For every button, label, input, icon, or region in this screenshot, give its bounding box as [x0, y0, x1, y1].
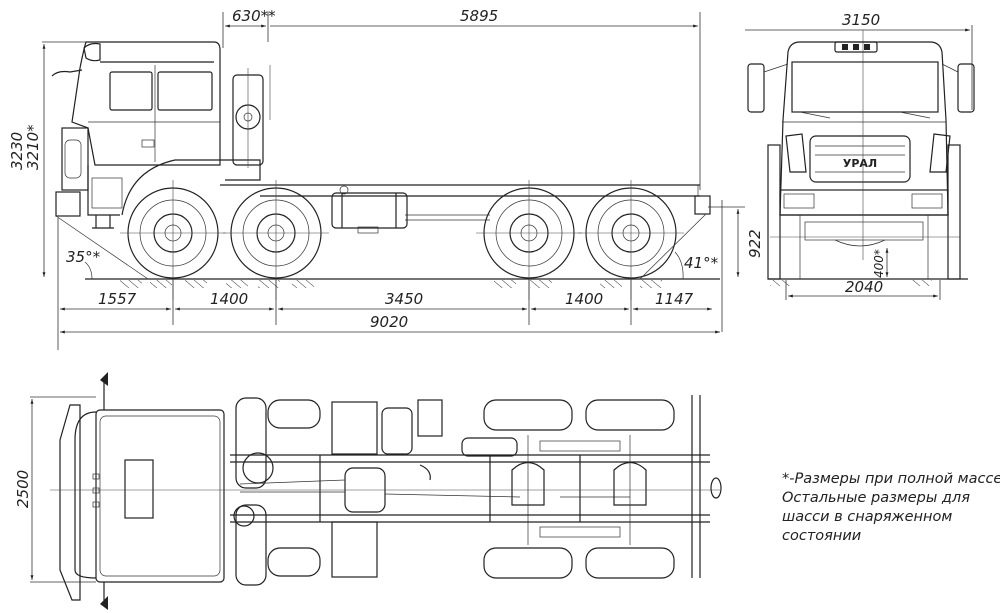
rear-diff-2 — [613, 461, 647, 506]
air-tank — [381, 407, 413, 455]
top-view: 2500 — [14, 372, 722, 610]
fuel-tank-top — [461, 437, 518, 457]
dim-2500: 2500 — [14, 470, 32, 508]
side-view: 630** 5895 3230 3210* 35°* 41°* 922 1557… — [8, 7, 764, 350]
top-tire-2-left — [267, 399, 321, 429]
left-headlight — [785, 133, 807, 173]
cab — [51, 41, 261, 229]
headlight-block — [61, 127, 89, 191]
toolbox — [331, 521, 378, 578]
steering-box — [242, 452, 274, 484]
dim-9020: 9020 — [370, 313, 408, 331]
approach-angle-line — [55, 215, 149, 280]
dim-1400-front: 1400 — [210, 290, 248, 308]
top-tire-2-right — [267, 547, 321, 577]
dim-3150: 3150 — [842, 11, 880, 29]
rear-tow-hook — [694, 185, 711, 215]
roof-light — [83, 42, 101, 62]
filter-unit — [417, 399, 443, 437]
dim-1557: 1557 — [98, 290, 137, 308]
left-mirror — [747, 63, 765, 113]
top-tire-4-left — [585, 399, 675, 431]
right-headlight — [929, 133, 951, 173]
dim-630: 630** — [232, 7, 276, 25]
dim-3450: 3450 — [385, 290, 423, 308]
ground-hatching — [120, 280, 662, 288]
rear-hitch — [710, 477, 722, 499]
note-line-4: состоянии — [782, 528, 862, 544]
dim-approach-angle: 35°* — [66, 248, 101, 266]
top-frame — [230, 395, 710, 578]
right-mirror — [957, 63, 975, 113]
grille-logo: УРАЛ — [843, 157, 877, 170]
top-tire-4-right — [585, 547, 675, 579]
dim-5895: 5895 — [460, 7, 498, 25]
top-tire-3-left — [483, 399, 573, 431]
battery-box — [331, 401, 378, 455]
fuel-tank — [331, 185, 408, 234]
front-cab-body — [779, 41, 949, 216]
top-tire-3-right — [483, 547, 573, 579]
dim-1400-rear: 1400 — [565, 290, 603, 308]
grille — [809, 135, 911, 183]
right-tire — [947, 144, 961, 280]
roof-hatch — [124, 459, 154, 519]
notes-block: *-Размеры при полной массе Остальные раз… — [782, 470, 1000, 546]
behind-cab-equipment — [232, 65, 271, 168]
windshield — [791, 61, 939, 113]
departure-angle-line — [639, 213, 707, 280]
top-tire-front-right-a — [235, 504, 267, 586]
wheel-3 — [476, 180, 582, 300]
dimension-lines — [42, 12, 745, 350]
cab-top — [59, 372, 225, 610]
dim-3210: 3210* — [24, 124, 42, 170]
front-axle — [804, 221, 924, 241]
note-line-2: Остальные размеры для — [782, 490, 970, 506]
front-bumper — [55, 191, 81, 217]
top-tire-front-left — [235, 397, 267, 489]
rear-diff-1 — [511, 461, 545, 506]
mirror-arm — [51, 69, 83, 77]
dim-400: 400* — [872, 249, 886, 278]
dim-922: 922 — [746, 229, 764, 258]
exhaust-pipe — [419, 464, 431, 481]
dim-1147: 1147 — [655, 290, 694, 308]
roof-lights — [834, 41, 878, 53]
cab-rear-window — [157, 71, 213, 111]
dim-2040: 2040 — [845, 278, 883, 296]
cab-door-window — [109, 71, 153, 111]
note-line-1: *-Размеры при полной массе — [782, 471, 1000, 487]
dim-departure-angle: 41°* — [684, 254, 719, 272]
note-line-3: шасси в снаряженном — [782, 509, 953, 525]
front-view: УРАЛ 3150 2040 400* — [745, 11, 975, 300]
dim-3230: 3230 — [8, 132, 26, 170]
frame-rail — [220, 184, 700, 221]
left-tire — [767, 144, 781, 280]
